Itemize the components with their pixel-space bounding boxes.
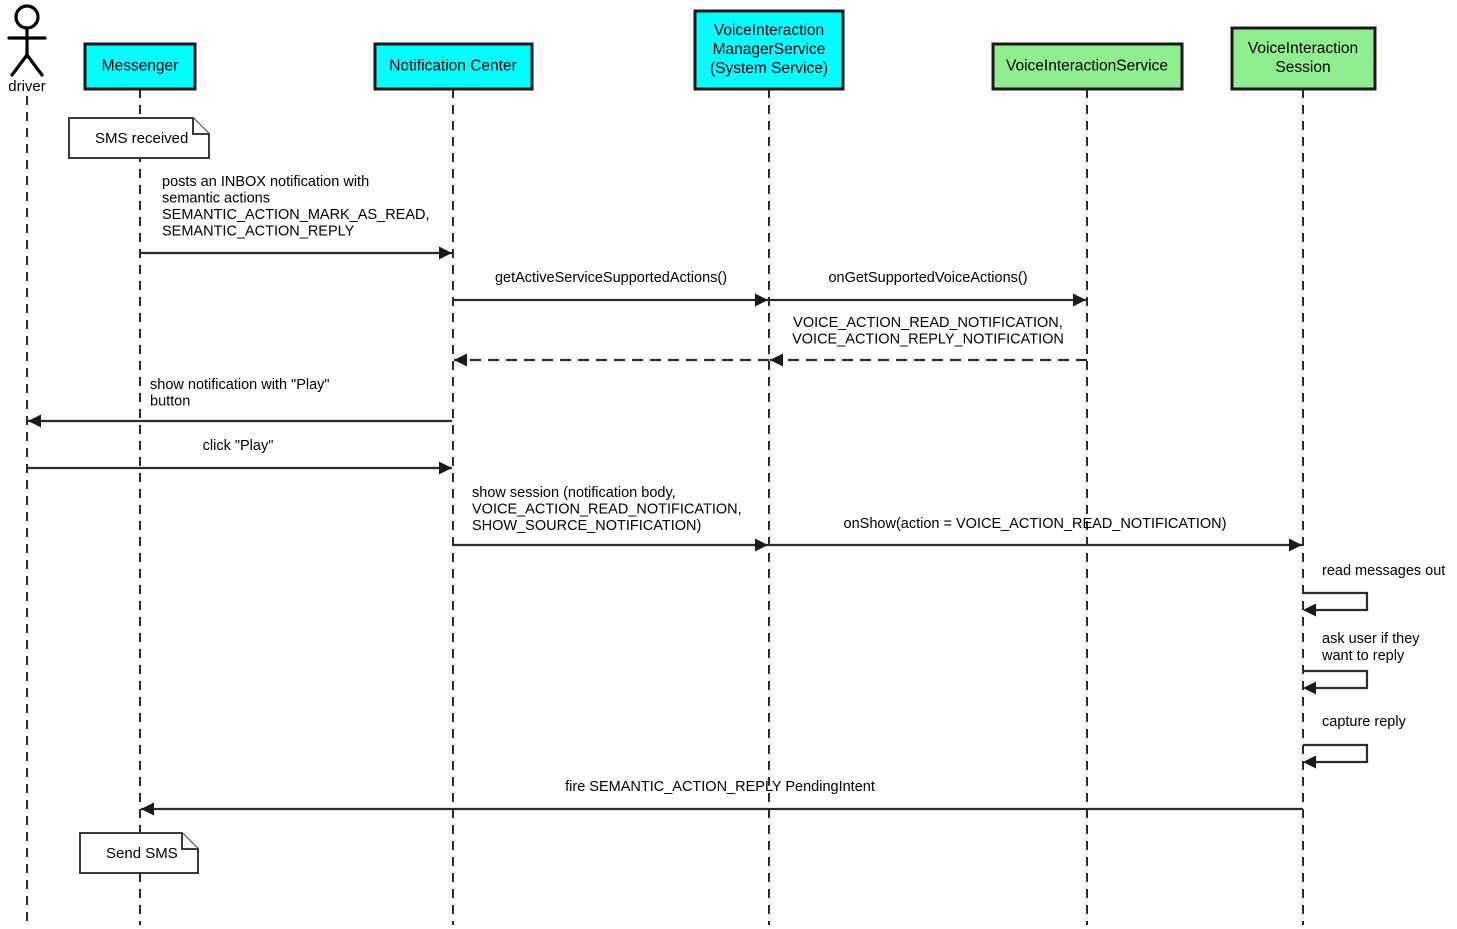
participant-box-messenger[interactable] — [83, 42, 197, 91]
msg-return-voice-actions[interactable]: VOICE_ACTION_READ_NOTIFICATION,VOICE_ACT… — [770, 315, 1087, 367]
participant-label-voice-interaction-manager-service: VoiceInteraction — [714, 22, 824, 39]
participant-box-voice-interaction-service[interactable] — [991, 42, 1184, 91]
message-label: onGetSupportedVoiceActions() — [828, 270, 1027, 286]
message-label: click "Play" — [203, 438, 274, 454]
msg-on-show[interactable]: onShow(action = VOICE_ACTION_READ_NOTIFI… — [769, 516, 1302, 552]
participant-notification-center[interactable]: Notification Center — [373, 42, 534, 91]
msg-on-get-supported-voice-actions[interactable]: onGetSupportedVoiceActions() — [769, 270, 1086, 307]
message-label: VOICE_ACTION_REPLY_NOTIFICATION — [792, 332, 1064, 348]
self-message-line[interactable] — [1303, 743, 1369, 764]
note-body[interactable] — [79, 832, 199, 874]
message-label: getActiveServiceSupportedActions() — [495, 270, 727, 286]
participant-label-voice-interaction-session: VoiceInteraction — [1248, 40, 1358, 57]
message-arrow-head — [755, 293, 768, 307]
message-label: posts an INBOX notification with — [162, 174, 369, 190]
message-arrow-head — [770, 353, 783, 367]
participant-label-voice-interaction-manager-service: ManagerService — [713, 41, 826, 58]
participant-box-notification-center[interactable] — [373, 42, 534, 91]
message-label: SHOW_SOURCE_NOTIFICATION) — [472, 518, 701, 534]
message-label: fire SEMANTIC_ACTION_REPLY PendingIntent — [565, 779, 875, 795]
note-send-sms[interactable]: Send SMS — [79, 832, 199, 874]
note-fold-corner-icon — [181, 833, 198, 850]
participant-label-voice-interaction-service: VoiceInteractionService — [1006, 58, 1168, 75]
note-label: SMS received — [95, 130, 188, 147]
note-sms-received[interactable]: SMS received — [68, 117, 210, 159]
participant-label-messenger: Messenger — [102, 58, 179, 75]
message-arrow-head — [141, 802, 154, 816]
self-msg-capture-reply[interactable]: capture reply — [1303, 714, 1407, 769]
note-fold-corner-icon — [192, 118, 209, 135]
message-label: show session (notification body, — [472, 485, 676, 501]
messages-layer: posts an INBOX notification withsemantic… — [27, 174, 1303, 816]
participant-box-voice-interaction-manager-service[interactable] — [693, 9, 845, 91]
message-arrow-head — [1289, 538, 1302, 552]
message-arrow-head — [439, 246, 452, 260]
participants-layer: driver Messenger Notification Center VoiceI… — [7, 4, 1377, 95]
self-message-label: capture reply — [1322, 714, 1407, 730]
actor-right-leg-icon — [25, 53, 44, 77]
message-label: onShow(action = VOICE_ACTION_READ_NOTIFI… — [844, 516, 1227, 532]
self-message-arrow-head — [1303, 603, 1316, 617]
msg-show-notification-with-play-button[interactable]: show notification with "Play"button — [28, 377, 452, 428]
actor-left-leg-icon — [10, 53, 29, 77]
self-message-label: ask user if they — [1322, 631, 1420, 647]
msg-return-voice-actions-to-notification-center[interactable] — [454, 353, 769, 367]
actor-driver[interactable]: driver — [7, 4, 47, 95]
actor-head-icon — [14, 4, 40, 30]
msg-get-active-service-supported-actions[interactable]: getActiveServiceSupportedActions() — [453, 270, 768, 307]
msg-fire-semantic-action-reply-pending-intent[interactable]: fire SEMANTIC_ACTION_REPLY PendingIntent — [141, 779, 1303, 816]
self-message-label: want to reply — [1321, 648, 1405, 664]
participant-label-voice-interaction-manager-service: (System Service) — [710, 60, 828, 77]
participant-label-voice-interaction-session: Session — [1275, 59, 1330, 76]
message-arrow-head — [755, 538, 768, 552]
message-label: semantic actions — [162, 191, 270, 207]
message-label: SEMANTIC_ACTION_MARK_AS_READ, — [162, 207, 430, 223]
participant-voice-interaction-service[interactable]: VoiceInteractionService — [991, 42, 1184, 91]
note-label: Send SMS — [106, 845, 178, 862]
participant-messenger[interactable]: Messenger — [83, 42, 197, 91]
participant-label-notification-center: Notification Center — [389, 58, 517, 75]
participant-box-voice-interaction-session[interactable] — [1230, 26, 1377, 91]
message-arrow-head — [439, 461, 452, 475]
message-label: SEMANTIC_ACTION_REPLY — [162, 224, 355, 240]
self-message-arrow-head — [1303, 755, 1316, 769]
self-message-label: read messages out — [1322, 563, 1445, 579]
message-label: button — [150, 394, 190, 410]
message-arrow-head — [1073, 293, 1086, 307]
message-label: VOICE_ACTION_READ_NOTIFICATION, — [793, 315, 1063, 331]
lifelines-layer — [26, 89, 1304, 925]
self-message-arrow-head — [1303, 681, 1316, 695]
note-body[interactable] — [68, 117, 210, 159]
message-label: show notification with "Play" — [150, 377, 330, 393]
actor-label-driver: driver — [8, 78, 46, 95]
self-message-line[interactable] — [1303, 591, 1369, 612]
message-label: VOICE_ACTION_READ_NOTIFICATION, — [472, 502, 742, 518]
self-message-line[interactable] — [1303, 669, 1369, 690]
message-arrow-head — [28, 414, 41, 428]
message-arrow-head — [454, 353, 467, 367]
msg-click-play[interactable]: click "Play" — [27, 438, 452, 475]
msg-post-inbox-notification[interactable]: posts an INBOX notification withsemantic… — [140, 174, 452, 260]
self-msg-read-messages-out[interactable]: read messages out — [1303, 563, 1445, 617]
msg-show-session[interactable]: show session (notification body,VOICE_AC… — [453, 485, 768, 552]
